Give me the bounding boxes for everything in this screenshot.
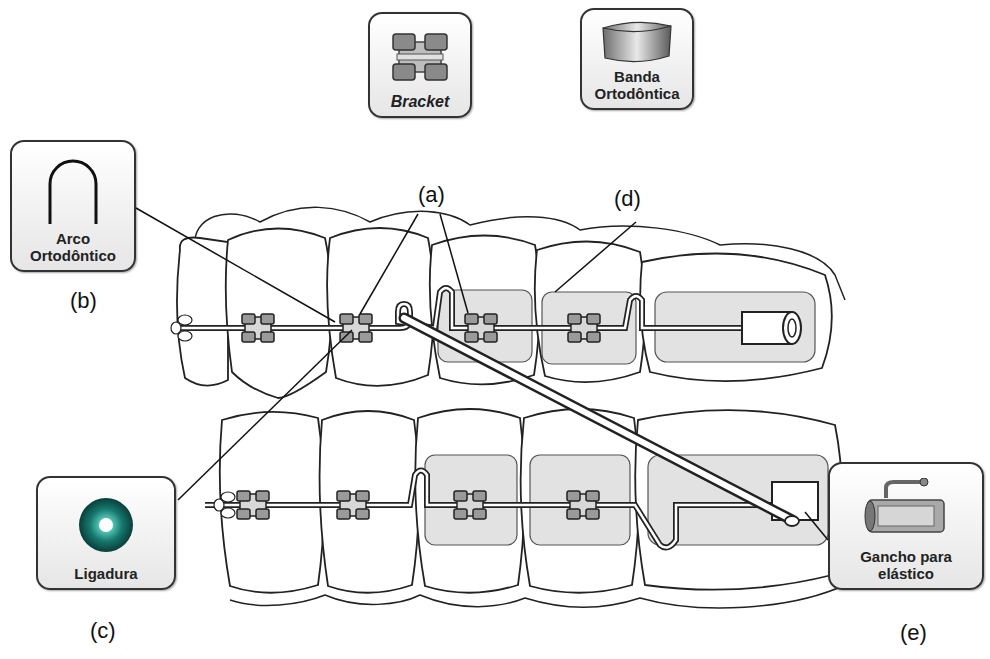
icon-box: Gancho para elástico bbox=[828, 462, 984, 590]
buccal-tube bbox=[788, 319, 796, 337]
part-icon bbox=[38, 148, 108, 230]
part-name: Gancho para elástico bbox=[846, 548, 966, 582]
callout-letter: (b) bbox=[70, 288, 97, 314]
part-name: Banda Ortodôntica bbox=[588, 68, 686, 102]
hook-ball bbox=[785, 516, 799, 526]
icon-box: Bracket bbox=[368, 12, 472, 118]
buccal-tube bbox=[783, 312, 801, 344]
icon-box: Banda Ortodôntica bbox=[580, 8, 694, 110]
bracket bbox=[568, 314, 600, 342]
part-name: Ligadura bbox=[74, 565, 137, 582]
part-icon bbox=[76, 484, 136, 565]
callout-letter: (c) bbox=[90, 618, 116, 644]
callout-letter: (a) bbox=[418, 182, 445, 208]
part-name: Arco Ortodôntico bbox=[18, 230, 128, 264]
part-icon bbox=[858, 470, 954, 548]
icon-box: Ligadura bbox=[36, 476, 176, 590]
part-icon bbox=[595, 16, 679, 68]
bracket bbox=[242, 314, 274, 342]
callout-letter: (d) bbox=[614, 186, 641, 212]
bracket bbox=[237, 491, 269, 519]
band bbox=[530, 455, 630, 545]
part-name: Bracket bbox=[391, 93, 450, 110]
elastic bbox=[404, 318, 792, 520]
part-icon bbox=[387, 20, 453, 93]
bracket bbox=[337, 491, 369, 519]
icon-box: Arco Ortodôntico bbox=[10, 140, 136, 272]
bracket bbox=[454, 491, 486, 519]
arch-wire bbox=[205, 471, 780, 548]
midline-tie bbox=[171, 315, 235, 518]
bracket bbox=[465, 314, 497, 342]
leader-line bbox=[136, 208, 828, 540]
band bbox=[425, 455, 517, 545]
callout-letter: (e) bbox=[900, 620, 927, 646]
bracket bbox=[567, 491, 599, 519]
